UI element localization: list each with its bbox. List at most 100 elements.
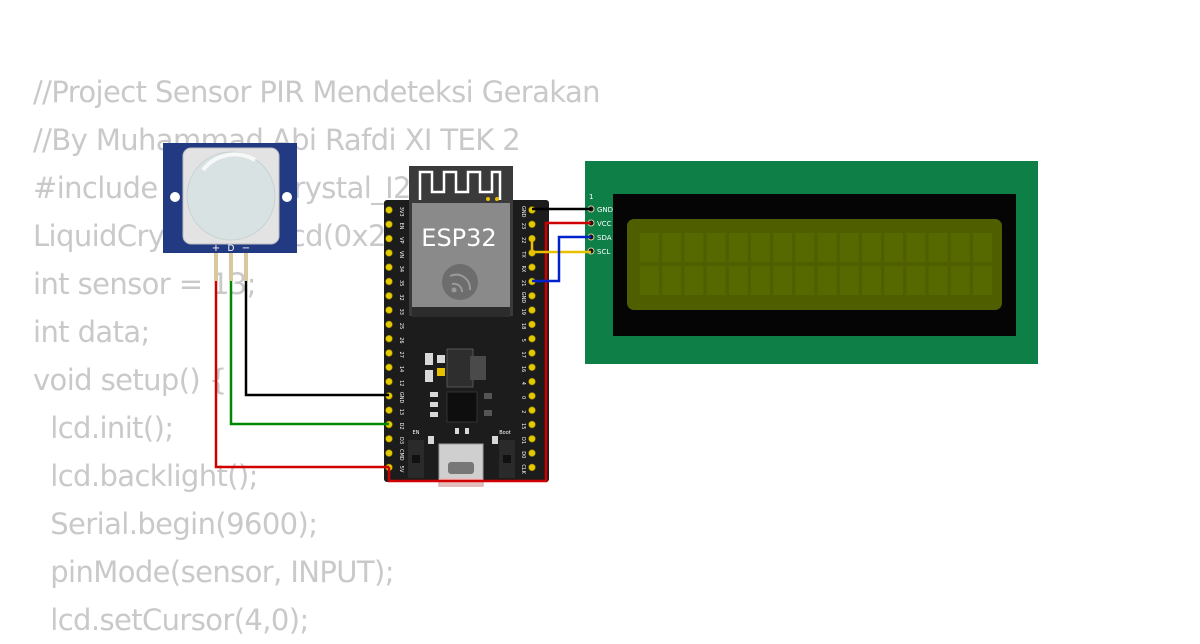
lcd-char-cell [884,266,904,295]
esp32-left-pin-12[interactable] [385,377,393,386]
lcd-module[interactable]: 1 GND VCC SDA SCL [585,161,1038,364]
esp32-left-pin-label: D3 [398,437,404,444]
esp32-right-pin-clk[interactable] [528,463,536,472]
esp32-right-pin-23[interactable] [528,220,536,229]
esp32-left-pin-label: 25 [398,323,404,329]
wire-pir-vcc[interactable] [214,281,389,469]
esp32-right-pin-16[interactable] [528,363,536,371]
esp32-left-pin-label: 35 [398,280,404,286]
esp32-left-pin-label: VN [398,251,404,258]
lcd-char-cell [773,233,793,262]
pir-pin-label: − [242,243,250,254]
lcd-char-cell [662,266,682,295]
esp32-left-pin-label: 14 [398,366,404,372]
wire-pir-gnd[interactable] [244,281,389,397]
esp32-right-pin-label: 17 [520,352,526,358]
pir-pin-label: D [228,244,235,254]
esp32-right-pin-d1[interactable] [528,435,536,443]
esp32-right-pin-19[interactable] [528,306,536,314]
esp32-right-pin-4[interactable] [528,377,536,386]
code-line: lcd.init(); [33,411,174,445]
esp32-left-pin-34[interactable] [385,263,393,271]
code-line: Serial.begin(9600); [33,507,318,541]
esp32-right-pin-0[interactable] [528,392,536,400]
en-button-label: EN [413,430,420,436]
code-line: int data; [33,315,150,349]
esp32-right-pin-label: 21 [520,280,526,286]
esp32-right-pin-15[interactable] [528,420,536,429]
lcd-char-cell [640,266,659,295]
esp32-right-pin-gnd[interactable] [528,292,536,300]
esp32-left-pin-33[interactable] [385,306,393,314]
esp32-right-pin-5[interactable] [528,335,536,343]
esp32-right-pin-rx[interactable] [528,263,536,271]
esp32-right-pin-label: GND [520,292,526,304]
esp32-left-pin-26[interactable] [385,335,393,343]
lcd-char-cell [973,266,992,295]
esp32-left-header: 3V3ENVPVN343532332526271412GND13D2D3CMD5… [385,206,404,473]
esp32-left-pin-vn[interactable] [385,249,393,257]
esp32-left-pin-32[interactable] [385,292,393,300]
boot-button-label: Boot [499,430,511,436]
code-line: int sensor = 13; [33,267,257,301]
esp32-left-pin-14[interactable] [385,363,393,371]
lcd-char-cell [706,233,726,262]
lcd-char-cell [662,233,682,262]
esp32-left-pin-label: 32 [398,294,404,300]
lcd-char-cell [817,266,837,295]
pir-sensor[interactable]: + D − [163,143,297,281]
lcd-char-cell [884,233,904,262]
esp32-left-pin-en[interactable] [385,220,393,229]
esp32-left-pin-35[interactable] [385,277,393,286]
lcd-char-cell [906,233,926,262]
esp32-left-pin-label: 3V3 [398,207,404,217]
esp32-right-pin-label: 18 [520,323,526,329]
lcd-char-cell [795,266,815,295]
lcd-char-cell [773,266,793,295]
wire-lcd-scl[interactable] [530,238,591,254]
esp32-right-pin-label: 22 [520,237,526,243]
lcd-screen [627,219,1002,310]
lcd-char-cell [706,266,726,295]
esp32-left-pin-cmd[interactable] [385,449,393,457]
esp32-left-pin-vp[interactable] [385,234,393,243]
lcd-character-grid [640,233,992,295]
esp32-right-pin-label: 5 [520,339,526,342]
esp32-right-pin-label: 16 [520,366,526,372]
wire-lcd-sda[interactable] [532,235,591,283]
esp32-right-pin-label: 19 [520,309,526,315]
lcd-pin-label: VCC [597,220,612,228]
pir-pin-out[interactable] [229,253,233,281]
esp32-left-pin-d3[interactable] [385,435,393,443]
lcd-char-cell [906,266,926,295]
esp32-right-pin-18[interactable] [528,320,536,329]
lcd-char-cell [684,233,704,262]
esp32-right-pin-label: D0 [520,451,526,458]
esp32-right-pin-label: 0 [520,396,526,399]
lcd-pin-label: SDA [597,234,612,242]
code-line: pinMode(sensor, INPUT); [33,555,394,589]
esp32-left-pin-25[interactable] [385,320,393,329]
wire-pir-signal[interactable] [229,281,389,426]
esp32-right-pin-17[interactable] [528,349,536,357]
esp32-left-pin-13[interactable] [385,406,393,414]
pir-pin-gnd[interactable] [244,253,248,281]
esp32-left-pin-3v3[interactable] [385,206,393,214]
esp32-right-pin-2[interactable] [528,406,536,414]
lcd-char-cell [751,233,770,262]
esp32-right-pin-label: TX [520,250,526,258]
wire-lcd-vcc[interactable] [387,221,591,483]
esp32-right-pin-label: RX [520,265,526,272]
esp32-right-pin-d0[interactable] [528,449,536,457]
esp32-left-pin-27[interactable] [385,349,393,357]
lcd-char-cell [839,233,859,262]
lcd-char-cell [817,233,837,262]
esp32-right-pin-label: D1 [520,437,526,444]
pir-pin-vcc[interactable] [214,253,218,281]
esp32-right-pin-label: CLK [520,464,526,474]
pir-dome [186,151,276,241]
lcd-pin-label: GND [597,206,613,214]
code-line: //Project Sensor PIR Mendeteksi Gerakan [33,75,601,109]
lcd-char-cell [928,266,948,295]
